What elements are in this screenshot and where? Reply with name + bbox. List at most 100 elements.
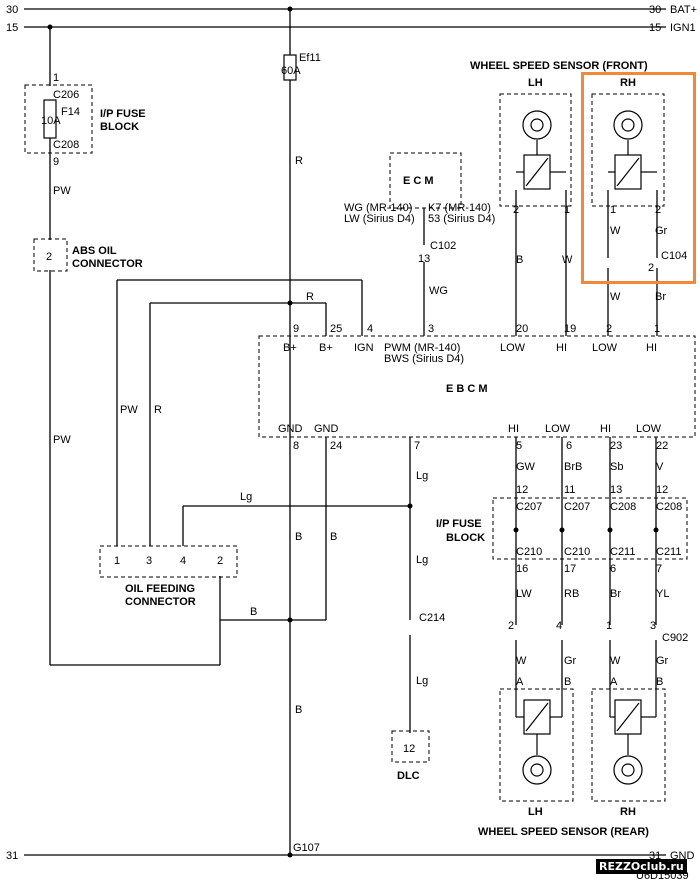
- ebcm-low-b2: LOW: [636, 423, 662, 435]
- ip2-conn-top-2: C207: [564, 501, 590, 513]
- lg-wire-1: Lg: [416, 470, 428, 482]
- front-conn: C104: [661, 250, 687, 262]
- front-c104-pin: 2: [648, 262, 654, 274]
- front-rh-wire-w2: W: [610, 291, 621, 303]
- ip2-conn-bot-3: C211: [610, 546, 635, 558]
- ebcm-hi-b2: HI: [600, 423, 611, 435]
- ip2-conn-bot-1: C210: [516, 546, 542, 558]
- ebcm-pin-9: 9: [293, 323, 299, 335]
- c902-wire-3: W: [610, 655, 621, 667]
- front-sensor-title: WHEEL SPEED SENSOR (FRONT): [470, 60, 648, 72]
- oil-title-1: OIL FEEDING: [125, 583, 195, 595]
- ip2-conn-top-4: C208: [656, 501, 682, 513]
- front-rh-wire-gr: Gr: [655, 225, 668, 237]
- ebcm-pin-2: 2: [606, 323, 612, 335]
- ecm-wire: WG: [429, 285, 448, 297]
- c902-name: C902: [662, 632, 688, 644]
- pw-oil-wire: PW: [120, 404, 138, 416]
- fuse-conn-out: C208: [53, 139, 79, 151]
- dlc-title: DLC: [397, 770, 420, 782]
- ip2-wire-top-1: GW: [516, 461, 536, 473]
- ebcm-pin-5: 5: [516, 440, 522, 452]
- lg-wire-3: Lg: [416, 675, 428, 687]
- front-rh-wire-br: Br: [655, 291, 666, 303]
- ip2-wire-bot-4: YL: [656, 588, 669, 600]
- front-rh-pin-1: 1: [610, 204, 616, 216]
- ip2-conn-top-3: C208: [610, 501, 636, 513]
- ip2-wire-top-4: V: [656, 461, 664, 473]
- ecm-right-1: K7 (MR-140): [428, 202, 491, 214]
- c902-ab-1: A: [516, 676, 524, 688]
- ign-num-left: 15: [6, 22, 18, 34]
- b-wire-1: B: [295, 531, 302, 543]
- front-lh-pin-2: 2: [513, 204, 519, 216]
- lg-oil-wire: Lg: [240, 491, 252, 503]
- fuse-title-1: I/P FUSE: [100, 108, 146, 120]
- ecm-title: E C M: [403, 175, 434, 187]
- front-lh: LH: [528, 77, 543, 89]
- c902-pin-1: 1: [606, 620, 612, 632]
- fuse-pin-in: 1: [53, 72, 59, 84]
- abs-oil-pin: 2: [46, 251, 52, 263]
- fuse-name: F14: [61, 106, 80, 118]
- ip2-wire-bot-3: Br: [610, 588, 621, 600]
- ebcm-label-hi-1: HI: [556, 342, 567, 354]
- r-top-wire: R: [306, 291, 314, 303]
- ef-wire: R: [295, 155, 303, 167]
- ebcm-pin-19: 19: [564, 323, 576, 335]
- ip2-title-1: I/P FUSE: [436, 518, 482, 530]
- rear-lh: LH: [528, 806, 543, 818]
- front-lh-wire-b: B: [516, 254, 523, 266]
- ign-label: IGN1: [670, 22, 696, 34]
- watermark: REZZOclub.ru: [596, 859, 687, 874]
- ebcm-pin-24: 24: [330, 440, 342, 452]
- ip2-pin-top-3: 13: [610, 484, 622, 496]
- ebcm-label-pwm: PWM (MR-140): [384, 342, 460, 354]
- b-wire-2: B: [330, 531, 337, 543]
- ip2-wire-top-2: BrB: [564, 461, 582, 473]
- ip2-pin-bot-2: 17: [564, 563, 576, 575]
- ip2-title-2: BLOCK: [446, 532, 485, 544]
- ef-name: Ef11: [299, 52, 321, 64]
- ebcm-pin-6: 6: [566, 440, 572, 452]
- oil-pin-4: 4: [180, 555, 186, 567]
- ebcm-pin-25: 25: [330, 323, 342, 335]
- ebcm-pin-20: 20: [516, 323, 528, 335]
- ebcm-pin-23: 23: [610, 440, 622, 452]
- c902-pin-2: 2: [508, 620, 514, 632]
- ecm-conn: C102: [430, 240, 456, 252]
- oil-pin-3: 3: [146, 555, 152, 567]
- front-rh-pin-2: 2: [655, 204, 661, 216]
- c902-ab-2: B: [564, 676, 571, 688]
- ebcm-hi-b1: HI: [508, 423, 519, 435]
- c902-wire-1: W: [516, 655, 527, 667]
- front-rh: RH: [620, 77, 636, 89]
- b-wire-3: B: [295, 704, 302, 716]
- ip2-wire-bot-2: RB: [564, 588, 579, 600]
- c902-pin-3: 3: [650, 620, 656, 632]
- r-oil-wire: R: [154, 404, 162, 416]
- ebcm-title: E B C M: [446, 383, 488, 395]
- c902-ab-3: A: [610, 676, 618, 688]
- ef-rating: 60A: [281, 65, 301, 77]
- ebcm-pin-1: 1: [654, 323, 660, 335]
- rear-sensor-title: WHEEL SPEED SENSOR (REAR): [478, 826, 649, 838]
- pw-wire-lower: PW: [53, 434, 71, 446]
- fuse-rating: 10A: [41, 115, 61, 127]
- ip2-pin-top-4: 12: [656, 484, 668, 496]
- ebcm-pin-7: 7: [414, 440, 420, 452]
- ip2-wire-bot-1: LW: [516, 588, 532, 600]
- ebcm-pin-4: 4: [367, 323, 373, 335]
- ebcm-pin-3: 3: [428, 323, 434, 335]
- fuse-title-2: BLOCK: [100, 121, 139, 133]
- ebcm-label-bplus-2: B+: [319, 342, 333, 354]
- oil-pin-1: 1: [114, 555, 120, 567]
- ign-num-right: 15: [649, 22, 661, 34]
- gnd-name: G107: [293, 842, 320, 854]
- rear-rh: RH: [620, 806, 636, 818]
- ip2-pin-bot-4: 7: [656, 563, 662, 575]
- c902-wire-4: Gr: [656, 655, 669, 667]
- ebcm-low-b1: LOW: [545, 423, 571, 435]
- ebcm-label-low-1: LOW: [500, 342, 526, 354]
- ebcm-pin-8: 8: [293, 440, 299, 452]
